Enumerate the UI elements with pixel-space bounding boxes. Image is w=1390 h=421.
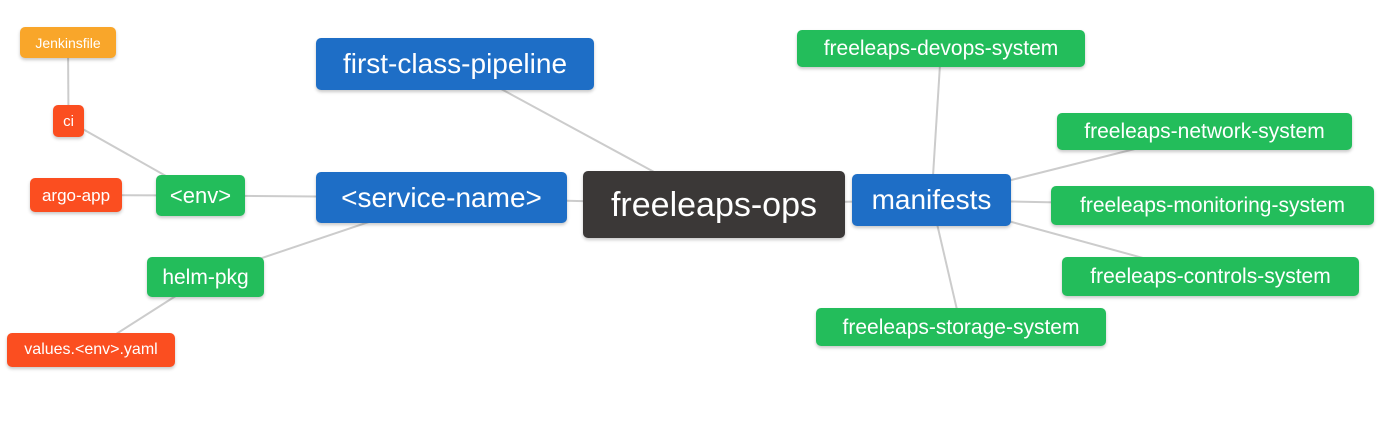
node-first-class-pipeline[interactable]: first-class-pipeline [316,38,594,90]
node-argo-app[interactable]: argo-app [30,178,122,212]
node-freeleaps-ops[interactable]: freeleaps-ops [583,171,845,238]
node-freeleaps-controls-system[interactable]: freeleaps-controls-system [1062,257,1359,296]
node-freeleaps-network-system[interactable]: freeleaps-network-system [1057,113,1352,150]
node-jenkinsfile[interactable]: Jenkinsfile [20,27,116,58]
node-service-name[interactable]: <service-name> [316,172,567,223]
node-values-env-yaml[interactable]: values.<env>.yaml [7,333,175,367]
node-freeleaps-storage-system[interactable]: freeleaps-storage-system [816,308,1106,346]
node-env[interactable]: <env> [156,175,245,216]
node-helm-pkg[interactable]: helm-pkg [147,257,264,297]
node-freeleaps-devops-system[interactable]: freeleaps-devops-system [797,30,1085,67]
node-freeleaps-monitoring-system[interactable]: freeleaps-monitoring-system [1051,186,1374,225]
node-ci[interactable]: ci [53,105,84,137]
node-manifests[interactable]: manifests [852,174,1011,226]
